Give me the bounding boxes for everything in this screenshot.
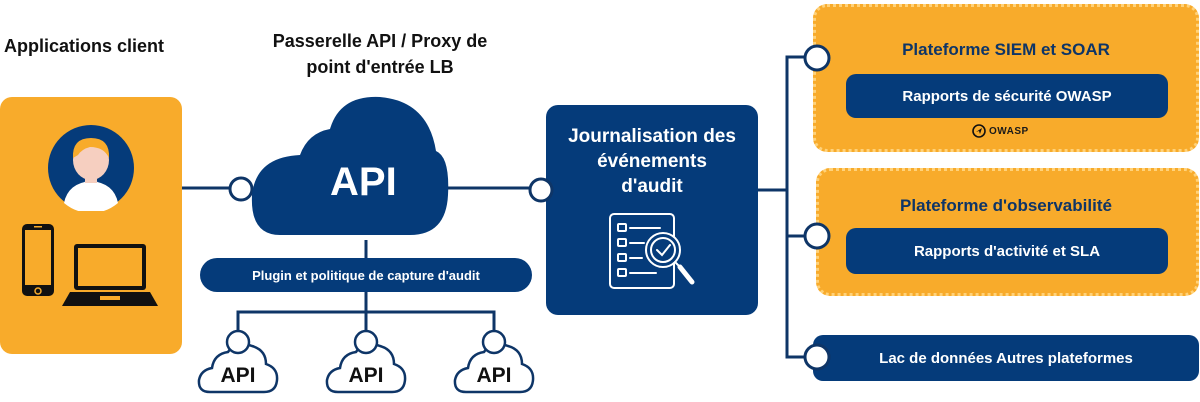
connector-node bbox=[803, 343, 831, 371]
backend-api-item: API bbox=[196, 326, 280, 396]
cloud-outline-icon bbox=[453, 329, 535, 394]
client-apps-heading: Applications client bbox=[4, 36, 165, 56]
cloud-outline-icon bbox=[197, 329, 279, 394]
gateway-heading-line1: Passerelle API / Proxy de bbox=[272, 31, 488, 51]
siem-soar-title: Plateforme SIEM et SOAR bbox=[902, 40, 1110, 59]
data-lake-other-platforms: Lac de données Autres plateformes bbox=[813, 335, 1199, 381]
observability-title: Plateforme d'observabilité bbox=[900, 196, 1112, 215]
audit-logging-title-line2: événements bbox=[597, 151, 707, 172]
connector-node bbox=[803, 222, 831, 250]
user-avatar-icon bbox=[48, 125, 134, 211]
backend-api-item: API bbox=[452, 326, 536, 396]
owasp-logo-text: OWASP bbox=[989, 125, 1029, 137]
owasp-logo: OWASP bbox=[972, 124, 1029, 138]
audit-logging-title-line1: Journalisation des bbox=[568, 126, 736, 147]
connector-node bbox=[803, 44, 831, 72]
gateway-heading-line2: point d'entrée LB bbox=[306, 57, 454, 77]
audit-logging-box bbox=[546, 105, 758, 315]
connector-node bbox=[228, 176, 254, 202]
audit-checklist-magnifier-icon bbox=[609, 213, 695, 289]
audit-logging-title: Journalisation des événements d'audit bbox=[546, 124, 758, 199]
activity-sla-reports: Rapports d'activité et SLA bbox=[846, 228, 1168, 274]
backend-api-item: API bbox=[324, 326, 408, 396]
connector-node bbox=[528, 177, 554, 203]
audit-logging-title-line3: d'audit bbox=[621, 176, 683, 197]
laptop-icon bbox=[62, 244, 158, 306]
backend-api-label: API bbox=[220, 364, 256, 387]
owasp-security-reports: Rapports de sécurité OWASP bbox=[846, 74, 1168, 118]
api-gateway-label: API bbox=[330, 160, 397, 204]
owasp-logo-icon bbox=[972, 124, 986, 138]
backend-api-label: API bbox=[476, 364, 512, 387]
cloud-outline-icon bbox=[325, 329, 407, 394]
smartphone-icon bbox=[22, 224, 54, 296]
backend-api-label: API bbox=[348, 364, 384, 387]
gateway-heading: Passerelle API / Proxy de point d'entrée… bbox=[230, 28, 530, 80]
api-gateway-cloud-icon bbox=[251, 96, 449, 235]
audit-capture-plugin: Plugin et politique de capture d'audit bbox=[200, 258, 532, 292]
